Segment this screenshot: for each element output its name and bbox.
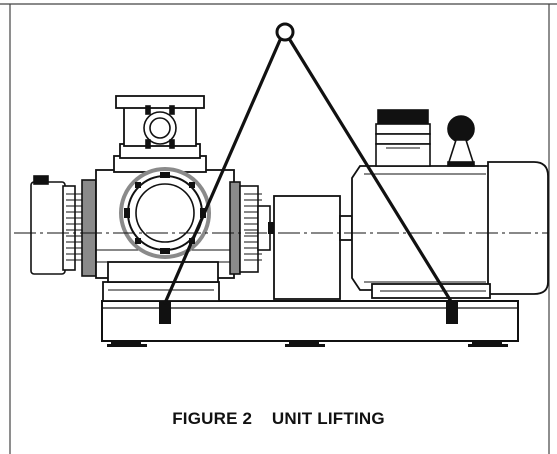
base-lifting-lugs	[159, 302, 458, 324]
pump-left-end-cover	[30, 175, 97, 277]
figure-caption: FIGURE 2 UNIT LIFTING	[172, 409, 385, 428]
figure-border	[0, 3, 557, 454]
lifting-slings	[163, 38, 454, 305]
pump-flange	[119, 167, 211, 259]
lifting-ring-icon	[275, 22, 295, 42]
pump-seal-housing	[229, 181, 271, 275]
electric-motor	[351, 161, 549, 299]
pump-inlet-port	[143, 105, 177, 149]
motor-eyebolt-icon	[447, 115, 475, 167]
base-feet	[107, 340, 508, 347]
coupling-guard	[273, 195, 353, 300]
pump-pedestal	[102, 281, 220, 302]
motor-terminal-box	[375, 109, 431, 167]
